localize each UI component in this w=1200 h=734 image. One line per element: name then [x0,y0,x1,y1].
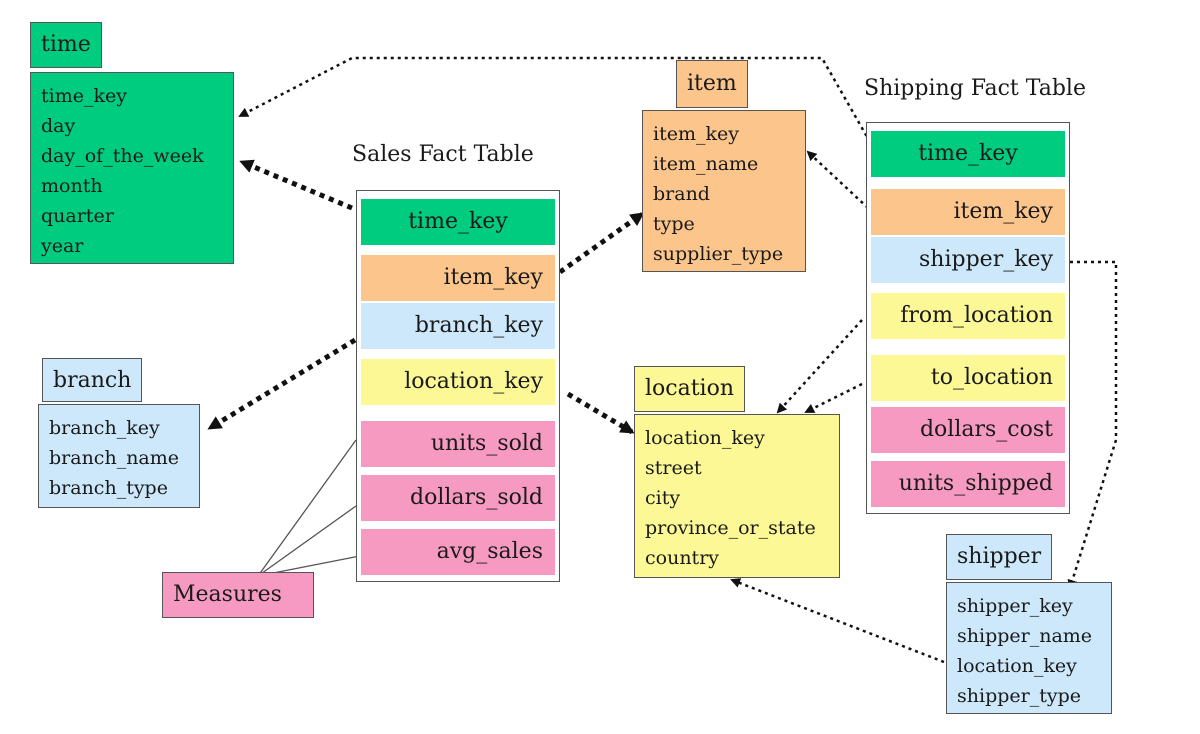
link-shipping-item [806,150,869,209]
link-shipper-location [730,578,945,664]
sales-key-item: item_key [361,255,555,301]
shipping-key-to-location: to_location [871,355,1065,401]
attribute: type [653,213,695,235]
attribute: time_key [41,85,127,107]
sales-key-branch: branch_key [361,303,555,349]
time-table-attributes: time_key day day_of_the_week month quart… [30,72,234,264]
attribute: day_of_the_week [41,145,204,167]
attribute: branch_key [49,417,160,439]
link-shipping-shipper [1067,260,1118,590]
link-sales-time [239,159,353,211]
attribute: item_name [653,153,759,175]
attribute: street [645,457,702,479]
shipper-table-title: shipper [946,534,1053,580]
attribute: shipper_type [957,685,1081,707]
sales-fact-table-title: Sales Fact Table [352,142,534,167]
sales-fact-table: time_key item_key branch_key location_ke… [356,190,560,582]
attribute: shipper_key [957,595,1073,617]
branch-table-title: branch [42,358,143,402]
location-table-attributes: location_key street city province_or_sta… [634,414,840,578]
attribute: quarter [41,205,114,227]
shipping-key-from-location: from_location [871,293,1065,339]
attribute: supplier_type [653,243,784,265]
attribute: day [41,115,76,137]
shipping-key-shipper: shipper_key [871,237,1065,283]
link-sales-branch [207,337,357,431]
attribute: country [645,547,720,569]
time-table-title: time [30,22,102,68]
shipping-fact-table: time_key item_key shipper_key from_locat… [866,122,1070,514]
sales-measure-units-sold: units_sold [361,421,555,467]
attribute: item_key [653,123,739,145]
item-table-title: item [676,60,748,108]
attribute: branch_type [49,477,168,499]
branch-table-attributes: branch_key branch_name branch_type [38,404,200,508]
sales-measure-avg-sales: avg_sales [361,529,555,575]
shipping-measure-units-shipped: units_shipped [871,461,1065,507]
attribute: shipper_name [957,625,1093,647]
measures-line-2 [257,505,357,577]
link-shipping-from-location [776,319,863,414]
attribute: location_key [645,427,765,449]
shipping-key-time: time_key [871,131,1065,177]
link-shipping-to-location [804,382,863,414]
measures-line-1 [257,439,357,577]
attribute: brand [653,183,710,205]
link-sales-item [558,211,645,275]
attribute: month [41,175,103,197]
sales-key-time: time_key [361,199,555,245]
shipping-key-item: item_key [871,189,1065,235]
attribute: city [645,487,681,509]
attribute: branch_name [49,447,180,469]
link-sales-location [566,391,635,435]
attribute: location_key [957,655,1077,677]
attribute: province_or_state [645,517,816,539]
attribute: year [41,235,84,257]
measures-label: Measures [162,572,314,618]
shipping-fact-table-title: Shipping Fact Table [864,76,1086,101]
sales-measure-dollars-sold: dollars_sold [361,475,555,521]
location-table-title: location [634,366,746,412]
sales-key-location: location_key [361,359,555,405]
link-shipping-time [238,56,872,143]
shipping-measure-dollars-cost: dollars_cost [871,407,1065,453]
item-table-attributes: item_key item_name brand type supplier_t… [642,110,806,272]
shipper-table-attributes: shipper_key shipper_name location_key sh… [946,582,1112,714]
